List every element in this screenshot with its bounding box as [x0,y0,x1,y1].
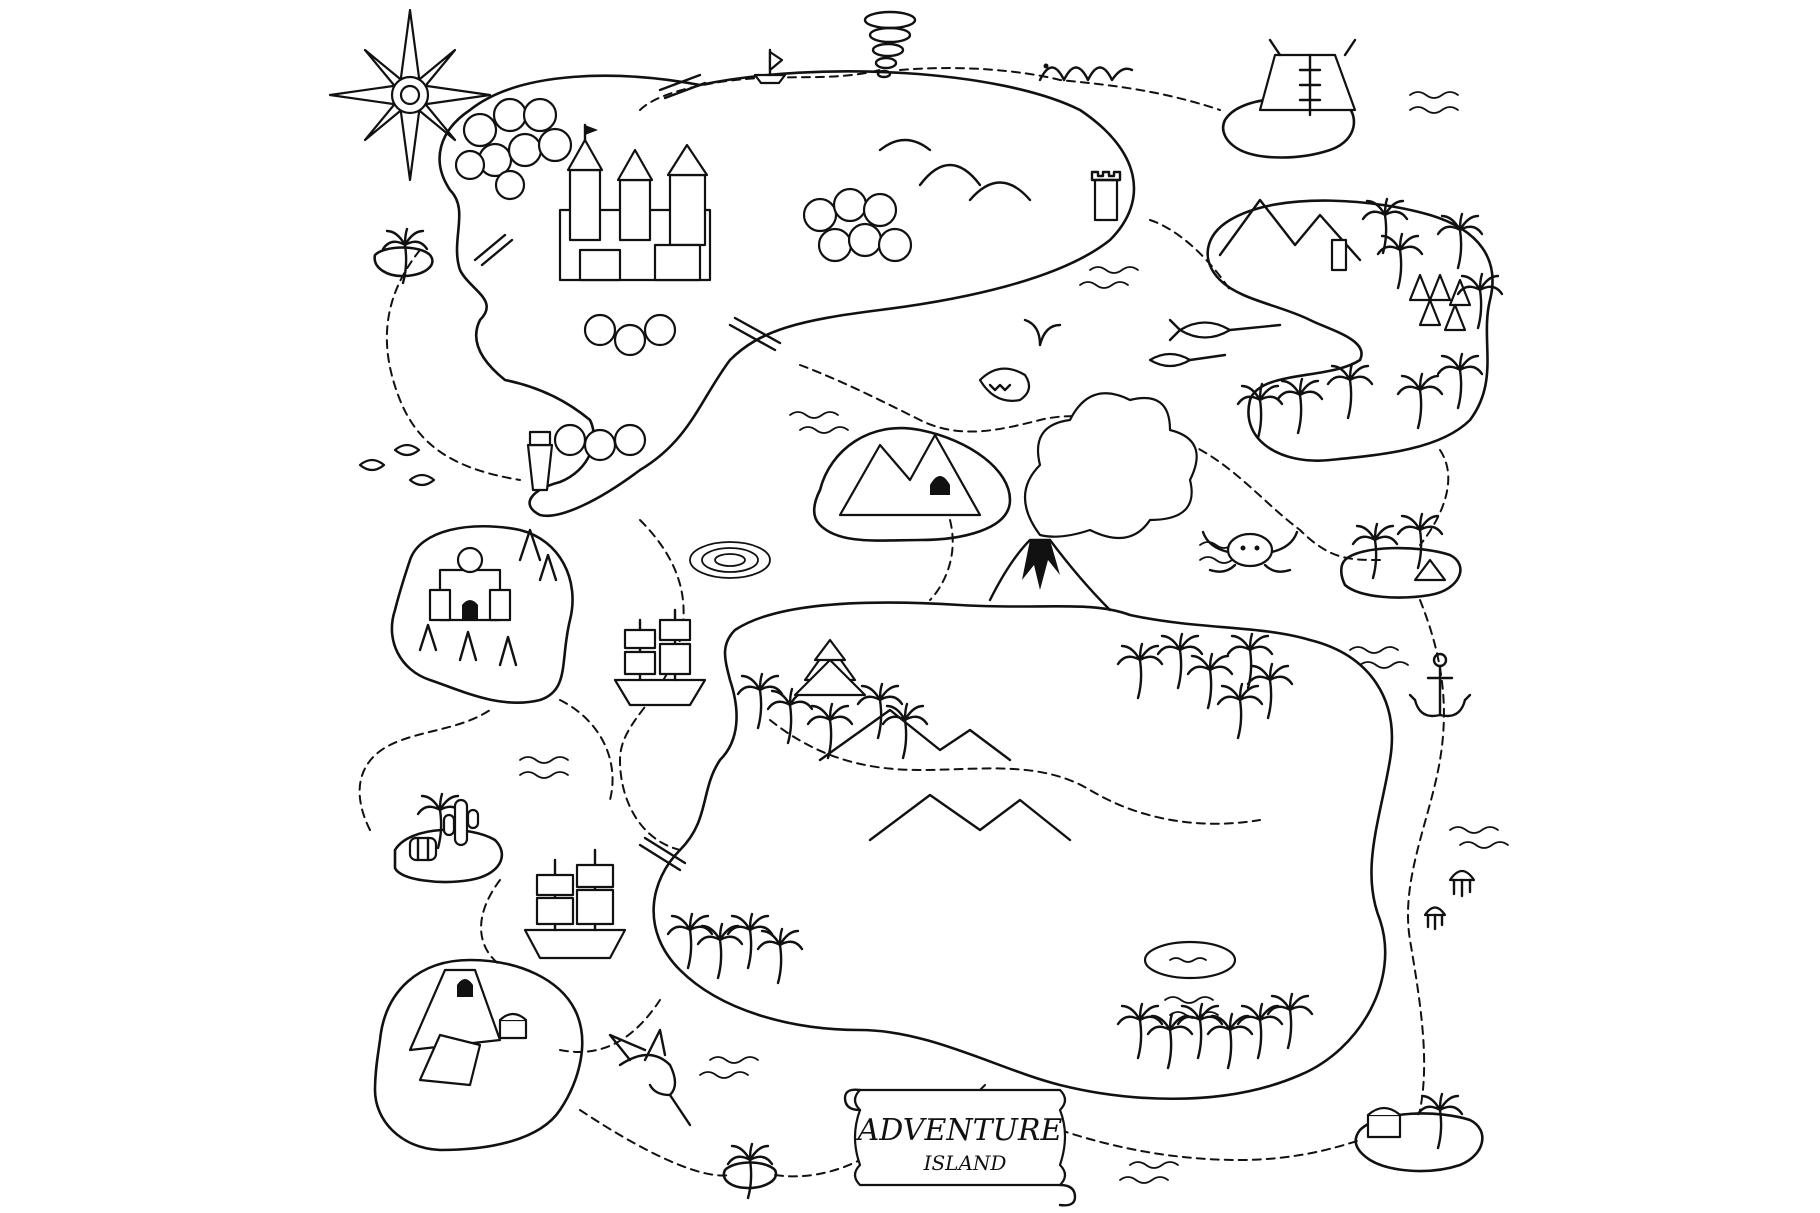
pirate-ship-icon [613,608,707,707]
volcano-icon [988,392,1198,612]
palm-tree-icon [766,687,814,745]
swordfish-icon [1148,318,1282,368]
palm-trees [381,197,1504,1200]
palm-tree-icon [1436,212,1484,270]
palm-tree-icon [756,927,804,985]
palm-tree-icon [1206,1012,1254,1070]
dark-castle-icon [418,528,558,667]
palm-tree-icon [416,792,464,850]
monster-rock-island-icon [1258,38,1357,117]
palm-tree-icon [1116,642,1164,700]
octopus-icon [1201,530,1299,573]
palm-tree-icon [1396,512,1444,570]
palm-tree-icon [1236,1002,1284,1060]
pirate-ship-icon-2 [523,848,627,960]
castle-town-icon [558,123,712,282]
palm-tree-icon [1396,372,1444,430]
hills-nw [878,138,1032,202]
palm-tree-icon [726,1142,774,1200]
palm-tree-icon [1186,652,1234,710]
palm-tree-icon [1361,197,1409,255]
palm-tree-icon [1276,377,1324,435]
whale-tail-icon [1023,318,1062,347]
fish-school-icon [358,443,436,487]
palm-tree-icon [696,922,744,980]
tent-islet [1339,546,1462,599]
palm-tree-icon [1416,1092,1464,1150]
skull-cave-icon [408,968,502,1087]
palm-tree-icon [1226,632,1274,690]
lighthouse-icon [526,430,554,492]
palm-tree-icon [1376,232,1424,290]
forest-nw [454,97,913,462]
palm-tree-icon [1216,682,1264,740]
jellyfish-icon [1423,869,1476,931]
cactus-icon [442,798,480,847]
palm-tree-icon [1246,662,1294,720]
title-scroll: ADVENTURE ISLAND [843,1088,1077,1207]
palm-tree-icon [381,227,429,285]
treasure-chest-icon [498,1012,1402,1139]
tent-icon [1413,558,1447,582]
cave-mountain-icon [838,433,982,517]
sailboat-icon [753,48,787,85]
palm-tree-icon [1436,352,1484,410]
shark-icon [978,367,1031,402]
tornado-icon [863,10,917,79]
palm-tree-icon [1236,382,1284,440]
temple-pyramid-icon [793,638,867,697]
tower-icon [1090,170,1122,222]
palm-islet-west [373,246,434,278]
whirlpool-icon [689,541,771,579]
tepee-village-icon [1218,198,1472,332]
palm-tree-icon [1326,362,1374,420]
palm-tree-icon [856,682,904,740]
anchor-icon [1408,652,1472,718]
palm-tree-icon [1351,522,1399,580]
barrel-icon [408,836,438,862]
palm-tree-icon [1266,992,1314,1050]
map-subtitle: ISLAND [923,1151,1007,1175]
main-mountains [818,708,1072,842]
lagoon-icon [1143,940,1237,980]
palm-tree-icon [1456,272,1504,330]
map-title: ADVENTURE [855,1113,1063,1148]
palm-tree-icon [1156,632,1204,690]
piers [473,73,782,872]
palm-tree-icon [726,912,774,970]
palm-tree-icon [1146,1012,1194,1070]
sea-serpent-icon [1038,63,1134,82]
northwest-island [438,70,1136,518]
dragon-icon [608,1028,692,1127]
compass-rose-icon [328,8,492,182]
palm-tree-icon [736,672,784,730]
